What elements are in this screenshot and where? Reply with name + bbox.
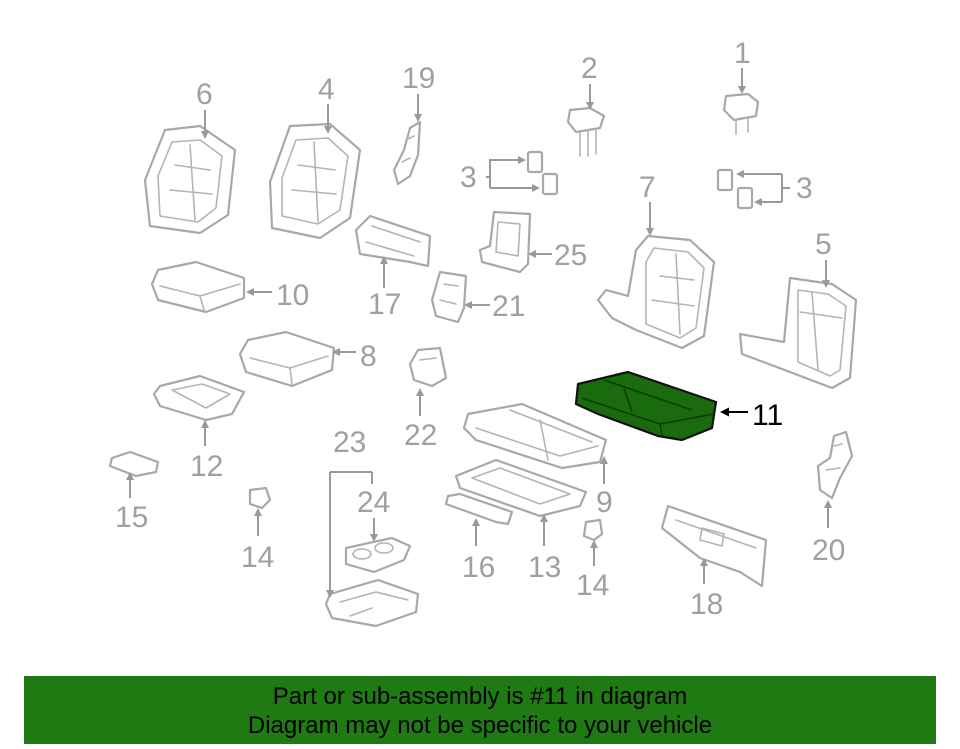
part-17-panel: 17 (354, 214, 432, 321)
part-3-guides-right: 3 (716, 168, 813, 210)
callout-4: 4 (318, 73, 335, 106)
part-14-clip-left: 14 (241, 486, 274, 574)
part-11-cushion-highlighted: 11 (574, 370, 783, 442)
callout-18: 18 (690, 588, 723, 621)
part-16-bar: 16 (444, 492, 514, 584)
part-20-bracket: 20 (812, 430, 854, 567)
callout-13: 13 (528, 551, 561, 584)
callout-23: 23 (333, 426, 366, 459)
part-3-guides-left: 3 (460, 150, 559, 196)
part-9-cushion: 9 (462, 402, 613, 519)
part-15-clip: 15 (108, 450, 160, 534)
callout-2: 2 (581, 52, 598, 85)
callout-14-left: 14 (241, 541, 274, 574)
part-23-24-assembly: 23 24 (324, 426, 420, 628)
callout-9: 9 (596, 486, 613, 519)
callout-17: 17 (368, 288, 401, 321)
part-10-cushion: 10 (150, 260, 309, 314)
part-12-frame: 12 (152, 374, 246, 483)
callout-21: 21 (492, 290, 525, 323)
callout-3-right: 3 (796, 172, 813, 205)
callout-24: 24 (357, 486, 390, 519)
callout-16: 16 (462, 551, 495, 584)
callout-8: 8 (360, 340, 377, 373)
callout-5: 5 (815, 228, 832, 261)
part-14-clip-right: 14 (576, 518, 609, 602)
part-7-seat-back: 7 (596, 171, 716, 350)
part-2-headrest: 2 (566, 52, 606, 157)
info-banner: Part or sub-assembly is #11 in diagram D… (24, 676, 936, 744)
callout-20: 20 (812, 534, 845, 567)
part-18-trim: 18 (660, 504, 768, 621)
part-25-bracket: 25 (478, 210, 587, 274)
part-19-bracket: 19 (392, 62, 435, 186)
callout-6: 6 (196, 78, 213, 111)
callout-22: 22 (404, 419, 437, 452)
callout-10: 10 (276, 279, 309, 312)
part-6-seat-back: 6 (143, 78, 237, 235)
callout-1: 1 (734, 37, 751, 70)
part-22-clip: 22 (404, 346, 448, 452)
part-8-cushion: 8 (238, 330, 377, 388)
banner-line-1: Part or sub-assembly is #11 in diagram (272, 683, 688, 710)
callout-15: 15 (115, 501, 148, 534)
banner-line-2: Diagram may not be specific to your vehi… (247, 712, 713, 739)
part-4-seat-back: 4 (268, 73, 362, 240)
part-1-headrest: 1 (722, 37, 760, 135)
callout-19: 19 (402, 62, 435, 95)
part-5-seat-back: 5 (738, 228, 858, 390)
callout-3-left: 3 (460, 161, 477, 194)
part-21-bracket: 21 (430, 270, 525, 324)
part-13-frame: 13 (454, 458, 588, 584)
callout-14-right: 14 (576, 569, 609, 602)
callout-12: 12 (190, 450, 223, 483)
callout-11: 11 (752, 399, 783, 432)
callout-25: 25 (554, 239, 587, 272)
callout-7: 7 (639, 171, 656, 204)
